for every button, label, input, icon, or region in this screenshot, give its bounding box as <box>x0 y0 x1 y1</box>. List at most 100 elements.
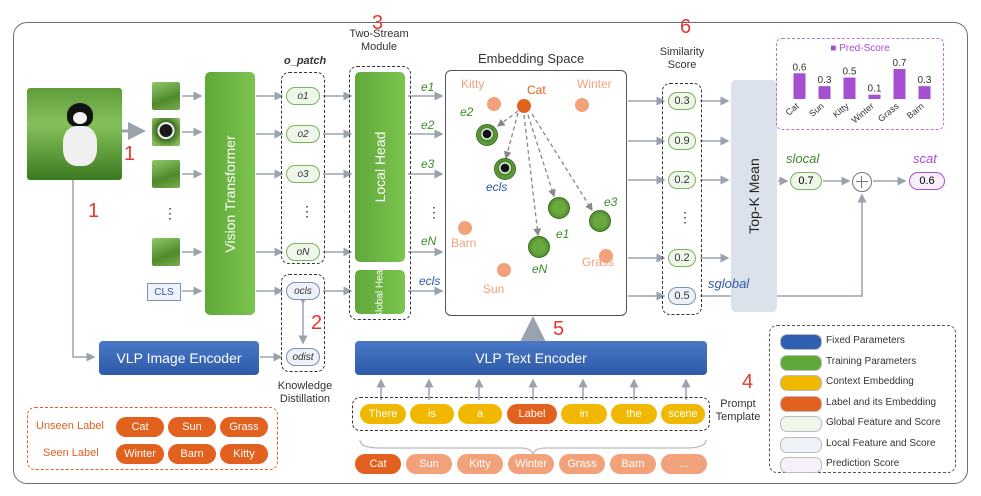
patch-image-cat <box>152 118 180 146</box>
legend-label: Training Parameters <box>826 355 917 367</box>
embedding-space-box <box>445 70 627 316</box>
step-marker: 1 <box>88 200 100 222</box>
vlp-text-encoder-label: VLP Text Encoder <box>475 350 587 366</box>
node-winter <box>575 98 589 112</box>
outer-frame <box>13 22 968 484</box>
o-patch-group <box>281 72 325 264</box>
o-dist-token: odist <box>286 348 320 366</box>
image-node-e1 <box>548 197 570 219</box>
vision-transformer-block: Vision Transformer <box>205 72 255 315</box>
chart-category-label: Kitty <box>831 101 851 120</box>
candidate-label: Sun <box>406 454 452 474</box>
similarity-score-ellipsis: ⋮ <box>678 209 692 225</box>
image-node-label-eN: eN <box>532 262 548 276</box>
chart-value-label: 0.5 <box>843 67 857 78</box>
prompt-token: in <box>561 404 607 424</box>
similarity-score-group <box>662 83 702 315</box>
seen-label-chip: Winter <box>116 444 164 464</box>
node-kitty <box>487 97 501 111</box>
prompt-token: is <box>410 404 454 424</box>
vlp-image-encoder-block: VLP Image Encoder <box>99 341 259 375</box>
global-head-label: Global Head <box>374 264 386 320</box>
patch-image <box>152 82 180 110</box>
candidate-label: Kitty <box>457 454 503 474</box>
node-label-winter: Winter <box>577 77 612 91</box>
step-marker: 5 <box>553 318 565 340</box>
s-local-value: 0.7 <box>790 172 822 190</box>
global-head-block: Global Head <box>355 264 405 320</box>
chart-bar <box>843 77 856 99</box>
similarity-score: 0.2 <box>668 171 696 189</box>
chart-value-label: 0.7 <box>893 58 907 69</box>
labels-panel <box>27 407 278 470</box>
similarity-score: 0.9 <box>668 132 696 150</box>
node-label-grass: Grass <box>582 255 615 269</box>
node-label-kitty: Kitty <box>461 77 485 91</box>
seen-label-chip: Barn <box>168 444 216 464</box>
similarity-score: 0.3 <box>668 92 696 110</box>
prompt-label-token: Label <box>507 404 557 424</box>
seen-label-title: Seen Label <box>43 447 99 459</box>
e-token-label: eN <box>421 234 437 248</box>
sum-operator-icon <box>852 172 872 192</box>
image-node-ecls <box>494 158 516 180</box>
prompt-token: There <box>360 404 406 424</box>
e-token-label: e2 <box>421 118 435 132</box>
image-node-label-e3: e3 <box>604 195 618 209</box>
node-barn <box>458 221 472 235</box>
legend-swatch <box>780 334 822 350</box>
pred-score-chart-svg: ■ Pred-Score0.6Cat0.3Sun0.5Kitty0.1Winte… <box>784 43 932 125</box>
chart-category-label: Grass <box>876 101 901 124</box>
image-node-label-ecls: ecls <box>486 180 508 194</box>
legend-box <box>769 325 956 473</box>
chart-value-label: 0.6 <box>793 62 807 73</box>
top-k-mean-label: Top-K Mean <box>746 158 762 234</box>
chart-category-label: Sun <box>807 101 826 119</box>
step-marker: 6 <box>680 16 692 38</box>
chart-value-label: 0.3 <box>918 75 932 86</box>
chart-category-label: Barn <box>905 101 926 121</box>
seen-label-chip: Kitty <box>220 444 268 464</box>
s-local-label: slocal <box>786 151 820 166</box>
legend-swatch <box>780 375 822 391</box>
unseen-label-chip: Sun <box>168 417 216 437</box>
similarity-score-title: Similarity Score <box>659 46 705 71</box>
unseen-label-chip: Grass <box>220 417 268 437</box>
patch-ellipsis: ⋮ <box>163 205 177 221</box>
cls-token-label: CLS <box>154 286 174 298</box>
vision-transformer-label: Vision Transformer <box>222 134 238 253</box>
legend-label: Context Embedding <box>826 376 914 387</box>
o-token-ellipsis: ⋮ <box>300 203 314 219</box>
node-grass <box>599 249 613 263</box>
o-token: o1 <box>286 87 320 105</box>
two-stream-group <box>349 66 411 320</box>
candidate-label: ... <box>661 454 707 474</box>
local-head-label: Local Head <box>372 131 388 203</box>
image-node-label-e2: e2 <box>460 105 474 119</box>
chart-bar <box>793 73 806 99</box>
legend-swatch <box>780 395 822 412</box>
candidate-label: Cat <box>355 454 401 474</box>
chart-category-label: Cat <box>784 101 802 118</box>
top-k-mean-block: Top-K Mean <box>731 80 777 312</box>
prompt-token: the <box>611 404 657 424</box>
e-token-label: e1 <box>421 80 435 94</box>
chart-value-label: 0.1 <box>868 84 882 95</box>
chart-bar <box>818 86 831 99</box>
legend-swatch <box>780 436 822 453</box>
two-stream-label: Two-Stream Module <box>349 28 409 53</box>
step-marker: 1 <box>124 143 136 165</box>
legend-label: Local Feature and Score <box>826 437 936 449</box>
node-label-sun: Sun <box>483 282 505 296</box>
legend-swatch <box>780 354 822 371</box>
unseen-label-title: Unseen Label <box>36 420 104 432</box>
prompt-template-group <box>352 397 710 431</box>
candidate-label: Grass <box>559 454 605 474</box>
image-node-label-e1: e1 <box>556 227 570 241</box>
node-cat <box>517 99 531 113</box>
unseen-label-chip: Cat <box>116 417 164 437</box>
prompt-template-label: Prompt Template <box>715 398 761 423</box>
o-token: o3 <box>286 165 320 183</box>
o-token: oN <box>286 243 320 261</box>
